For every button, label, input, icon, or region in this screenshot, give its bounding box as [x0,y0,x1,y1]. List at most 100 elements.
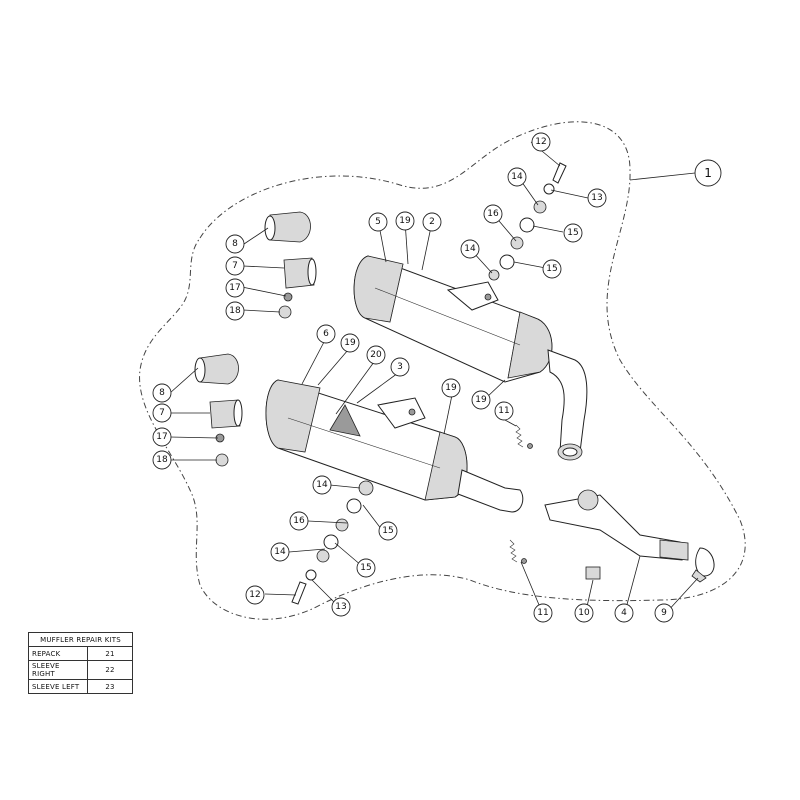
svg-text:13: 13 [335,602,346,612]
callout-11-upper: 11 [494,401,514,421]
svg-text:11: 11 [498,406,509,416]
upper-link-pipe [547,349,588,461]
callout-4: 4 [614,603,634,623]
callout-18-lower: 18 [152,450,172,470]
svg-text:8: 8 [232,239,238,249]
svg-text:3: 3 [397,362,403,372]
svg-text:6: 6 [323,329,329,339]
sleeve-upper [283,257,317,289]
svg-text:19: 19 [344,338,356,348]
svg-text:13: 13 [591,193,602,203]
svg-text:19: 19 [399,216,411,226]
svg-text:18: 18 [229,306,241,316]
washer-upper [278,305,292,319]
callout-15-upper-b: 15 [542,259,562,279]
callout-14-upper-a: 14 [507,167,527,187]
svg-text:15: 15 [382,526,393,536]
callout-19-c: 19 [340,333,360,353]
callout-6: 6 [316,324,336,344]
callout-14-lower-b: 14 [270,542,290,562]
callout-15-upper-a: 15 [563,223,583,243]
callout-10: 10 [574,603,594,623]
svg-text:14: 14 [274,547,286,557]
end-cap-upper [264,211,311,243]
svg-text:14: 14 [511,172,523,182]
callout-3: 3 [390,357,410,377]
callout-15-lower-b: 15 [356,558,376,578]
spring-upper [515,424,533,449]
svg-text:17: 17 [229,283,240,293]
callout-12-lower: 12 [245,585,265,605]
svg-text:12: 12 [535,137,546,147]
table-row: REPACK 21 [28,646,133,661]
svg-text:14: 14 [464,244,476,254]
kit-number: 23 [87,679,133,694]
callout-7-upper: 7 [225,256,245,276]
svg-text:1: 1 [704,166,712,180]
svg-text:17: 17 [156,432,167,442]
svg-text:7: 7 [232,261,238,271]
svg-text:15: 15 [567,228,578,238]
svg-text:15: 15 [360,563,371,573]
kit-label: SLEEVE RIGHT [28,660,88,680]
kit-number: 21 [87,646,133,661]
svg-text:5: 5 [375,217,381,227]
table-row: SLEEVE LEFT 23 [28,679,133,694]
callout-8-upper: 8 [225,234,245,254]
callout-17-upper: 17 [225,278,245,298]
link-pipe [544,489,689,561]
kit-number: 22 [87,660,133,680]
repair-kits-title: MUFFLER REPAIR KITS [28,632,133,647]
svg-text:14: 14 [316,480,328,490]
svg-text:16: 16 [487,209,499,219]
spring-lower [509,539,527,564]
callout-16-lower: 16 [289,511,309,531]
callout-18-upper: 18 [225,301,245,321]
table-row: SLEEVE RIGHT 22 [28,660,133,680]
svg-text:19: 19 [475,395,487,405]
callout-19-d: 19 [441,378,461,398]
svg-text:7: 7 [159,408,165,418]
kit-label: REPACK [28,646,88,661]
svg-text:9: 9 [661,608,667,618]
callout-14-lower-a: 14 [312,475,332,495]
washer-lower [215,453,229,467]
callout-15-lower-a: 15 [378,521,398,541]
sleeve-lower [209,399,243,429]
callout-11-lower: 11 [533,603,553,623]
callout-20: 20 [366,345,386,365]
svg-text:16: 16 [293,516,305,526]
clamp [691,547,715,583]
callout-9: 9 [654,603,674,623]
assembly-boundary [139,121,746,620]
callout-13-upper: 13 [587,188,607,208]
upper-muffler [353,255,553,383]
callout-2: 2 [422,212,442,232]
kit-label: SLEEVE LEFT [28,679,88,694]
callout-17-lower: 17 [152,427,172,447]
hardware-lower [291,480,374,605]
callout-8-lower: 8 [152,383,172,403]
svg-text:12: 12 [249,590,260,600]
bolt-upper [283,292,293,302]
svg-text:20: 20 [370,350,382,360]
svg-text:19: 19 [445,383,457,393]
callout-13-lower: 13 [331,597,351,617]
svg-text:10: 10 [578,608,590,618]
svg-text:15: 15 [546,264,557,274]
callout-1: 1 [694,159,722,187]
callout-7-lower: 7 [152,403,172,423]
end-cap-lower [194,353,239,385]
callout-19-a: 19 [395,211,415,231]
callout-14-upper-b: 14 [460,239,480,259]
lower-muffler [265,379,524,513]
callout-19-b: 19 [471,390,491,410]
nut [585,566,601,580]
hardware-upper [488,162,567,281]
svg-text:2: 2 [429,217,435,227]
callout-5: 5 [368,212,388,232]
svg-text:4: 4 [621,608,627,618]
svg-text:18: 18 [156,455,168,465]
